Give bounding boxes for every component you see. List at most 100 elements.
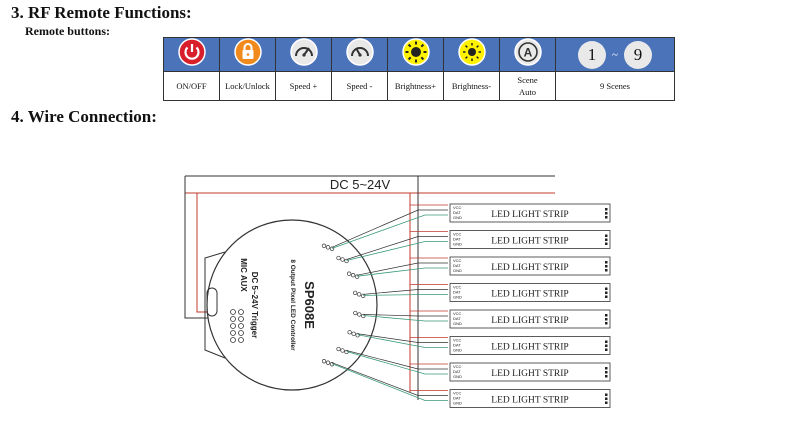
strip-end-pin	[605, 208, 608, 211]
port-pin	[361, 293, 366, 299]
strip-pin-label: DAT	[453, 210, 461, 215]
auto-icon: A	[513, 38, 542, 66]
ground-wire	[346, 350, 448, 370]
strip-pin-label: VCC	[453, 338, 462, 343]
trigger-terminal	[238, 330, 244, 336]
controller-side-tab	[204, 251, 226, 359]
btn-label-brightness-up: Brightness+	[387, 71, 444, 101]
strip-end-pin	[605, 265, 608, 268]
strip-pin-label: DAT	[453, 237, 461, 242]
port-pin	[346, 271, 352, 276]
strip-pin-label: GND	[453, 374, 462, 379]
power-label: DC 5~24V	[330, 177, 391, 192]
btn-scenes-cell: 1 ~ 9	[555, 37, 675, 72]
strip-end-pin	[605, 348, 608, 351]
strip-end-pin	[605, 269, 608, 272]
brightness-down-icon	[457, 38, 486, 66]
strip-label: LED LIGHT STRIP	[491, 316, 568, 326]
ground-wire	[357, 262, 448, 276]
btn-label-on-off: ON/OFF	[163, 71, 220, 101]
strip-pin-label: GND	[453, 215, 462, 220]
strip-pin-label: DAT	[453, 369, 461, 374]
btn-label-9-scenes: 9 Scenes	[555, 71, 675, 101]
data-wire	[331, 363, 448, 401]
strip-end-pin	[605, 291, 608, 294]
port-pin	[357, 292, 362, 297]
strip-pin-label: VCC	[453, 391, 462, 396]
controller-description: 8 Output Pixel LED Controller	[289, 259, 296, 351]
controller-name: SP608E	[302, 281, 317, 329]
trigger-terminal	[230, 330, 236, 336]
power-icon	[177, 38, 206, 66]
trigger-terminal	[230, 309, 236, 315]
port-pin	[350, 273, 356, 278]
port-pin	[347, 330, 352, 335]
led-strip-body	[449, 203, 611, 223]
strip-end-pin	[605, 287, 608, 290]
strip-end-pin	[605, 295, 608, 298]
port-pin	[340, 348, 345, 353]
section-4-title: 4. Wire Connection:	[11, 107, 157, 126]
strip-pin-label: GND	[453, 295, 462, 300]
strip-pin-label: DAT	[453, 316, 461, 321]
btn-brightness-up-cell	[387, 37, 444, 72]
strip-pin-label: VCC	[453, 364, 462, 369]
ground-wire	[331, 362, 448, 396]
ground-wire	[331, 209, 448, 248]
strip-end-pin	[605, 314, 608, 317]
output-port	[347, 330, 360, 338]
speed-down-icon	[345, 38, 374, 66]
port-pin	[354, 274, 360, 279]
trigger-terminal	[238, 337, 244, 343]
btn-label-speed-down: Speed -	[331, 71, 388, 101]
led-strip-body	[449, 336, 611, 355]
strip-label: LED LIGHT STRIP	[491, 263, 568, 273]
strip-pin-label: GND	[453, 242, 462, 247]
btn-speed-down-cell	[331, 37, 388, 72]
port-pin	[325, 360, 331, 365]
port-pin	[351, 331, 356, 336]
data-wire	[357, 334, 448, 348]
port-pin	[336, 346, 341, 352]
scene-start-number: 1	[578, 40, 607, 69]
strip-end-pin	[605, 238, 608, 241]
strip-end-pin	[605, 340, 608, 343]
strip-label: LED LIGHT STRIP	[491, 396, 568, 406]
trigger-terminal	[230, 337, 236, 343]
strip-pin-label: VCC	[453, 285, 462, 290]
ground-wire	[346, 236, 448, 260]
strip-pin-label: VCC	[453, 205, 462, 210]
brightness-up-icon	[401, 38, 430, 66]
btn-power-cell	[163, 37, 220, 72]
trigger-terminal	[230, 323, 236, 329]
port-pin	[357, 312, 362, 317]
strip-end-pin	[605, 367, 608, 370]
btn-lock-cell	[219, 37, 276, 72]
strip-label: LED LIGHT STRIP	[491, 369, 568, 379]
strip-pin-label: VCC	[453, 258, 462, 263]
data-wire	[363, 294, 448, 296]
strip-end-pin	[605, 375, 608, 378]
data-wire	[331, 214, 448, 249]
strip-end-pin	[605, 397, 608, 400]
strip-pin-label: VCC	[453, 232, 462, 237]
output-port	[336, 255, 349, 264]
led-strip-body	[449, 389, 611, 408]
speed-up-icon	[289, 38, 318, 66]
strip-pin-label: DAT	[453, 343, 461, 348]
trigger-terminal	[238, 323, 244, 329]
strip-pin-label: DAT	[453, 290, 461, 295]
output-port	[321, 359, 335, 367]
led-strip-body	[449, 283, 611, 302]
port-pin	[336, 255, 341, 261]
scene-end-number: 9	[623, 40, 652, 69]
data-wire	[357, 267, 448, 277]
remote-buttons-table: A 1 ~ 9 ON/OFF Lock/Unlock Speed + Speed…	[163, 37, 675, 101]
